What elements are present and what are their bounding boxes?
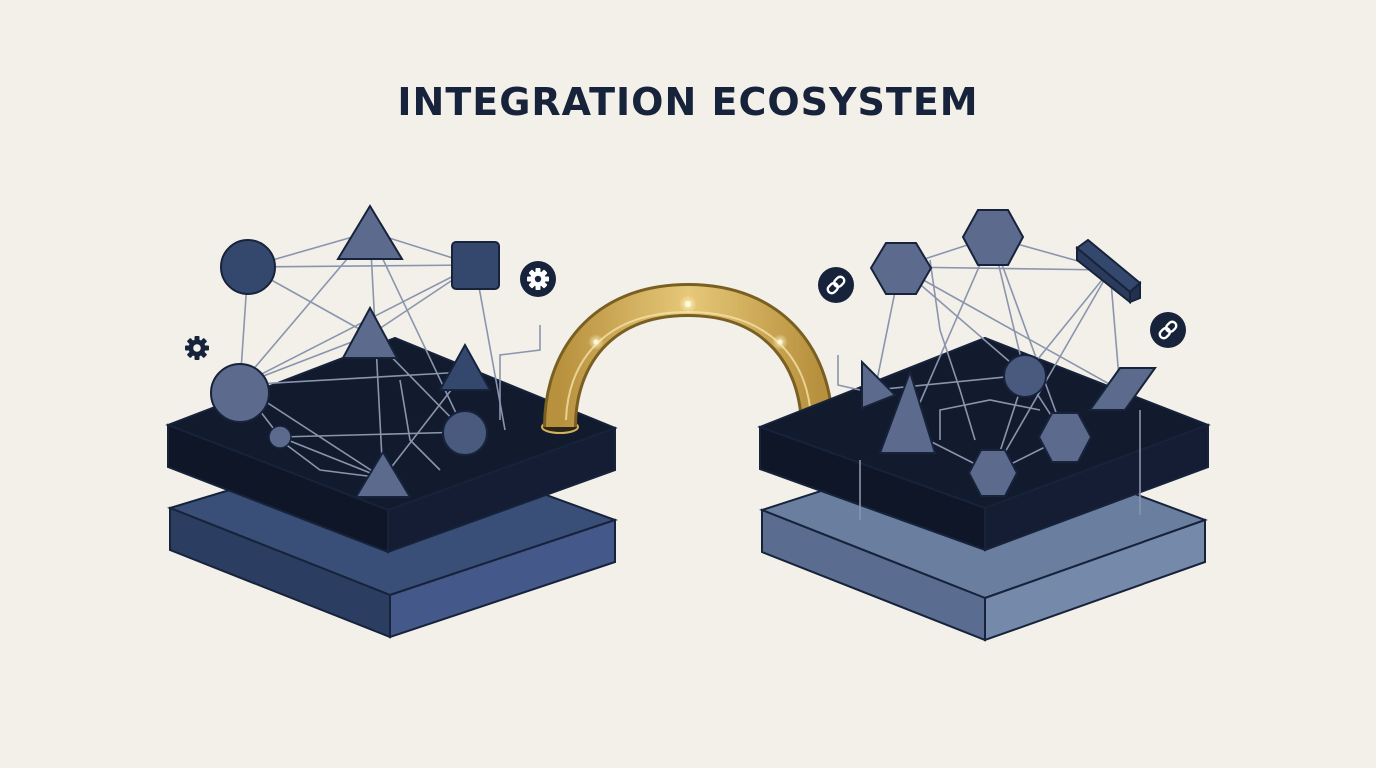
node-circle-right [1003, 354, 1047, 398]
node-triangle-dark [438, 342, 492, 391]
left-network-lines [239, 231, 541, 479]
node-hexagon-bottom [967, 449, 1019, 497]
node-triangle-small [861, 359, 897, 410]
node-hexagon-mid [1037, 412, 1093, 463]
node-hexagon-top [961, 209, 1025, 266]
right-platform [757, 209, 1211, 642]
gear-icon [185, 336, 209, 360]
node-prism [1075, 238, 1142, 305]
node-circle-mid [442, 410, 488, 456]
node-circle-small [268, 425, 292, 449]
diagram-title: INTEGRATION ECOSYSTEM [397, 80, 979, 124]
left-platform [165, 204, 619, 639]
link-icon [818, 267, 854, 303]
right-top-slab [757, 336, 1211, 552]
link-icon [1150, 312, 1186, 348]
node-circle-large [210, 363, 270, 423]
node-triangle-top [336, 204, 404, 260]
gear-icon [520, 261, 556, 297]
node-parallelogram [1088, 367, 1157, 411]
node-circle-dark [220, 239, 276, 295]
node-square [451, 241, 500, 290]
left-top-slab [165, 336, 618, 554]
node-triangle-mid [341, 305, 399, 359]
node-triangle-large [878, 368, 937, 454]
node-hexagon-left [869, 242, 933, 295]
node-triangle-bottom [354, 450, 412, 498]
